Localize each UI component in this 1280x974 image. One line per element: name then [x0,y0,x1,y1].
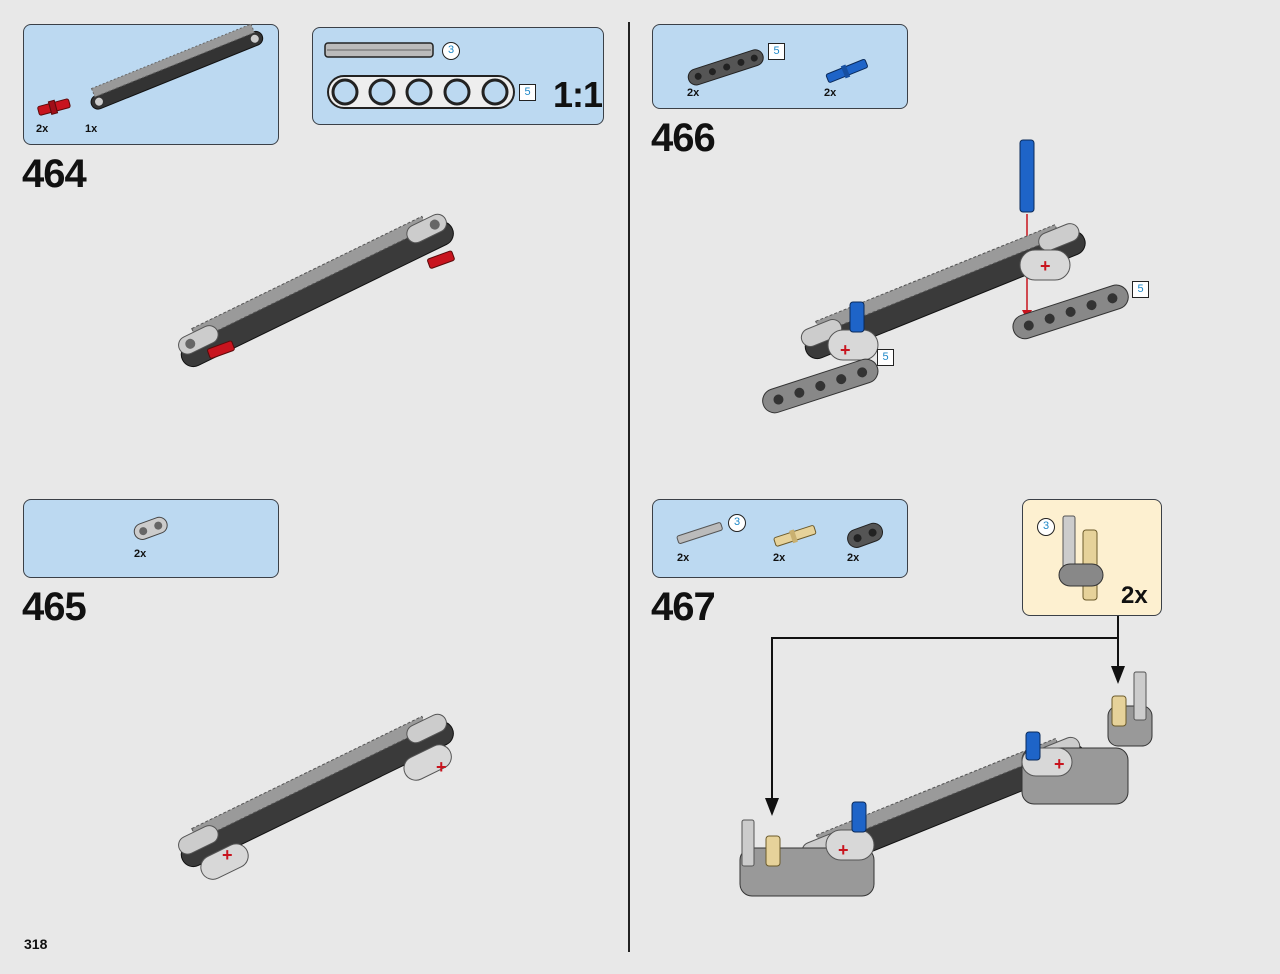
svg-text:+: + [840,340,851,360]
part-qty: 2x [677,552,690,564]
axle-length-badge: 3 [442,42,460,60]
tan-axle-pin-icon [773,525,817,547]
gear-rack-icon [90,23,264,110]
page-number: 318 [24,936,48,952]
step-number: 465 [22,585,87,629]
step-464-model [178,213,455,368]
scale-reference-panel: 3 5 1:1 [312,27,604,125]
part-qty: 2x [134,548,147,560]
page-divider [628,22,630,952]
gray-axle-3-icon [676,522,723,544]
step-465-model: + + [178,713,454,880]
part-qty: 2x [773,552,786,564]
beam-length-badge: 5 [877,349,894,366]
svg-text:+: + [222,845,233,865]
scale-label: 1:1 [553,74,603,115]
part-qty: 2x [36,123,49,135]
svg-text:+: + [838,840,849,860]
blue-axle-pin-icon [825,58,868,83]
gray-connector-icon [133,516,168,540]
dark-beam-5-icon [687,49,764,86]
beam-length-badge: 5 [768,43,785,60]
parts-panel-466: 5 2x 2x [652,24,908,109]
beam-scale-icon [327,75,515,109]
parts-panel-465: 2x [23,499,279,578]
part-qty: 2x [847,552,860,564]
dark-connector-icon [847,522,884,548]
step-number: 467 [651,585,716,629]
red-pin-icon [207,250,455,359]
part-qty: 1x [85,123,98,135]
svg-text:+: + [436,757,447,777]
parts-panel-467: 3 2x 2x 2x [652,499,908,578]
axle-length-badge: 3 [1037,518,1055,536]
sub-assembly-qty: 2x [1121,582,1148,609]
callout-arrows [765,616,1125,816]
step-number: 464 [22,152,87,196]
sub-assembly-callout: 3 2x [1022,499,1162,616]
part-qty: 2x [687,87,700,99]
step-466-model: + + [762,139,1129,414]
red-pin-icon [37,98,71,116]
part-qty: 2x [824,87,837,99]
axle-length-badge: 3 [728,514,746,532]
axle-scale-icon [324,42,434,58]
parts-panel-464: 2x 1x [23,23,279,145]
step-467-model: + + [739,671,1153,897]
beam-length-badge: 5 [1132,281,1149,298]
svg-text:+: + [1040,256,1051,276]
beam-length-badge: 5 [519,84,536,101]
svg-text:+: + [1054,754,1065,774]
sub-assembly-icon [1058,515,1104,601]
step-number: 466 [651,116,716,160]
